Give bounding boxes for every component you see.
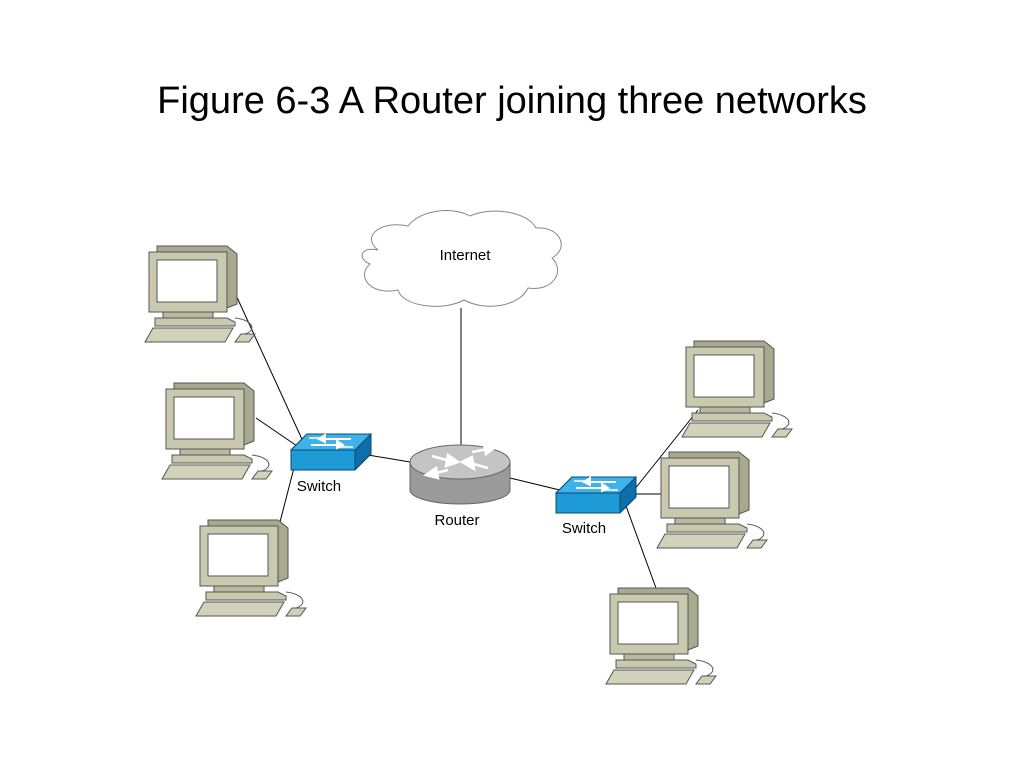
computer-icon-right-1 — [681, 340, 793, 438]
computer-icon-left-3 — [195, 519, 307, 617]
link-pc2-switch-left — [255, 417, 301, 449]
computer-icon-left-2 — [161, 382, 273, 480]
internet-label: Internet — [440, 247, 492, 264]
router-icon — [409, 441, 511, 505]
switch-right-icon — [555, 476, 637, 514]
switch-left-icon — [290, 433, 372, 471]
switch-right-label: Switch — [562, 520, 606, 537]
connection-lines — [229, 281, 699, 589]
link-pc4-switch-right — [633, 409, 699, 491]
computer-icon-right-3 — [605, 587, 717, 685]
page-title: Figure 6-3 A Router joining three networ… — [157, 80, 867, 122]
link-pc1-switch-left — [229, 281, 307, 449]
switch-left-label: Switch — [297, 478, 341, 495]
router-label: Router — [434, 512, 479, 529]
internet-cloud-icon — [361, 210, 562, 307]
link-switch-left-router — [367, 454, 411, 463]
computer-icon-right-2 — [656, 451, 768, 549]
computer-icon-left-1 — [144, 245, 256, 343]
link-pc6-switch-right — [625, 505, 657, 589]
link-router-switch-right — [509, 477, 569, 493]
